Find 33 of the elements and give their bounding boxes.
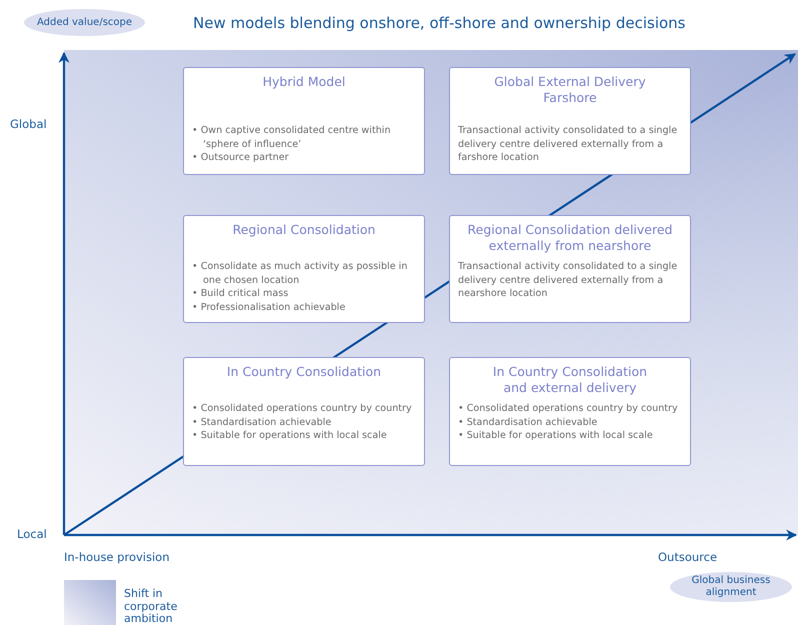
model-card [449, 215, 691, 323]
bullet-item: • Consolidate as much activity as possible in one chosen location [192, 260, 408, 287]
card-heading: Regional Consolidation delivered externally from nearshore [466, 222, 674, 254]
model-card [183, 357, 425, 466]
axis-label: Global [10, 117, 47, 131]
title: New models blending onshore, off-shore and ownership decisions [193, 14, 686, 32]
card-heading: Global External Delivery Farshore [493, 74, 647, 106]
model-card [449, 357, 691, 466]
model-card [449, 67, 691, 175]
axis-label: In-house provision [64, 550, 170, 564]
model-card [183, 67, 425, 175]
bullet-item: • Build critical mass [192, 287, 288, 300]
bullet-item: • Standardisation achievable [192, 416, 332, 429]
bullet-item: • Consolidated operations country by country [192, 402, 412, 416]
card-heading: Hybrid Model [262, 74, 346, 90]
bullet-item: • Consolidated operations country by country [458, 402, 678, 416]
card-description: Transactional activity consolidated to a single delivery centre delivered externally from a farshore location [458, 124, 678, 164]
ellipse-label: Global business alignment [690, 575, 772, 599]
bullet-item: • Professionalisation achievable [192, 300, 346, 314]
card-heading: In Country Consolidation and external delivery [492, 364, 648, 396]
axis-label: Outsource [658, 550, 718, 564]
ellipse-label: Added value/scope [36, 16, 132, 28]
bullet-item: • Own captive consolidated centre within ‘sphere of influence’ [192, 124, 392, 151]
card-heading: Regional Consolidation [232, 222, 376, 238]
card-description: Transactional activity consolidated to a single delivery centre delivered externally from a nearshore location [458, 260, 678, 300]
legend-label: Shift in corporate ambition [124, 588, 178, 625]
bullet-item: • Suitable for operations with local scale [192, 429, 387, 442]
model-card [183, 215, 425, 323]
axis-label: Local [17, 527, 47, 541]
bullet-item: • Outsource partner [192, 151, 289, 164]
bullet-item: • Suitable for operations with local scale [458, 429, 653, 442]
card-heading: In Country Consolidation [226, 364, 382, 380]
bullet-item: • Standardisation achievable [458, 416, 598, 429]
